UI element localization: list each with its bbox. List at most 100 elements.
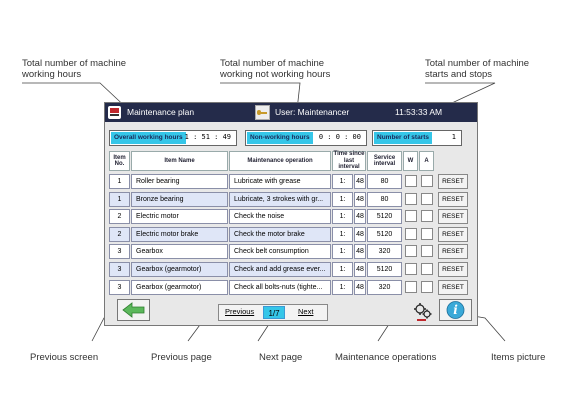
annotation-starts-line2: starts and stops: [425, 69, 493, 80]
clock: 11:53:33 AM: [395, 107, 443, 117]
info-icon: i: [446, 301, 465, 319]
previous-page-button[interactable]: Previous: [225, 307, 255, 316]
next-page-button[interactable]: Next: [298, 307, 314, 316]
item-name-cell: Electric motor brake: [131, 226, 228, 242]
reset-button[interactable]: RESET: [438, 262, 468, 277]
item-name-cell: Gearbox: [131, 244, 228, 260]
operation-cell: Lubricate, 3 strokes with gr...: [229, 191, 331, 207]
reset-button[interactable]: RESET: [438, 174, 468, 189]
screen-title: Maintenance plan: [127, 107, 195, 117]
time-minutes-cell: 48: [354, 244, 366, 260]
user-label: User: Maintenancer: [275, 107, 350, 117]
annotation-starts: Total number of machine starts and stops: [425, 58, 529, 80]
item-no-cell: 3: [109, 262, 130, 277]
service-interval-cell: 320: [367, 279, 402, 295]
starts-panel: Number of starts 1: [372, 130, 462, 146]
w-checkbox[interactable]: [405, 263, 417, 275]
header-w: W: [403, 151, 418, 171]
operation-cell: Check the noise: [229, 209, 331, 225]
service-interval-cell: 80: [367, 191, 402, 207]
service-interval-cell: 80: [367, 174, 402, 189]
starts-label: Number of starts: [374, 132, 433, 144]
item-no-cell: 3: [109, 244, 130, 260]
time-hours-cell: 1:: [332, 279, 353, 295]
pager: Previous 1/7 Next: [218, 304, 328, 321]
reset-button[interactable]: RESET: [438, 191, 468, 207]
key-icon[interactable]: [255, 105, 270, 120]
header-item-no: Item No.: [109, 151, 130, 171]
w-checkbox[interactable]: [405, 280, 417, 293]
a-checkbox[interactable]: [421, 210, 433, 223]
gears-icon: [414, 303, 432, 321]
previous-screen-button[interactable]: [117, 299, 150, 321]
header-operation: Maintenance operation: [229, 151, 331, 171]
item-no-cell: 1: [109, 174, 130, 189]
annotation-starts-line1: Total number of machine: [425, 58, 530, 69]
item-no-cell: 1: [109, 191, 130, 207]
annotation-maintenance-operations: Maintenance operations: [335, 352, 437, 363]
annotation-not-working-line1: Total number of machine: [220, 58, 325, 69]
annotation-items-picture: Items picture: [491, 352, 546, 363]
operation-cell: Lubricate with grease: [229, 174, 331, 189]
a-checkbox[interactable]: [421, 263, 433, 275]
starts-value: 1: [451, 133, 456, 141]
a-checkbox[interactable]: [421, 245, 433, 258]
annotation-next-page: Next page: [259, 352, 303, 363]
annotation-working-hours: Total number of machine working hours: [22, 58, 126, 80]
w-checkbox[interactable]: [405, 245, 417, 258]
time-minutes-cell: 48: [354, 191, 366, 207]
time-hours-cell: 1:: [332, 174, 353, 189]
item-name-cell: Electric motor: [131, 209, 228, 225]
working-hours-label: Overall working hours: [111, 132, 186, 144]
annotation-previous-page: Previous page: [151, 352, 212, 363]
operation-cell: Check belt consumption: [229, 244, 331, 260]
working-hours-value: 1 : 51 : 49: [184, 133, 231, 141]
reset-button[interactable]: RESET: [438, 209, 468, 225]
hmi-screen: Maintenance plan User: Maintenancer 11:5…: [104, 102, 478, 326]
w-checkbox[interactable]: [405, 175, 417, 187]
annotation-not-working-line2: working not working hours: [220, 69, 331, 80]
maintenance-operations-button[interactable]: [411, 301, 435, 322]
service-interval-cell: 5120: [367, 262, 402, 277]
working-hours-panel: Overall working hours 1 : 51 : 49: [109, 130, 237, 146]
item-no-cell: 2: [109, 226, 130, 242]
operation-cell: Check and add grease ever...: [229, 262, 331, 277]
time-minutes-cell: 48: [354, 279, 366, 295]
item-no-cell: 3: [109, 279, 130, 295]
item-name-cell: Gearbox (gearmotor): [131, 279, 228, 295]
svg-text:i: i: [453, 303, 458, 317]
annotation-not-working-hours: Total number of machine working not work…: [220, 58, 330, 80]
a-checkbox[interactable]: [421, 280, 433, 293]
a-checkbox[interactable]: [421, 227, 433, 240]
reset-button[interactable]: RESET: [438, 226, 468, 242]
service-interval-cell: 320: [367, 244, 402, 260]
page-indicator: 1/7: [263, 306, 285, 319]
item-name-cell: Gearbox (gearmotor): [131, 262, 228, 277]
time-minutes-cell: 48: [354, 262, 366, 277]
header-time-since: Time since last interval: [332, 151, 366, 171]
time-hours-cell: 1:: [332, 262, 353, 277]
items-picture-button[interactable]: i: [439, 299, 472, 321]
a-checkbox[interactable]: [421, 192, 433, 205]
time-minutes-cell: 48: [354, 209, 366, 225]
w-checkbox[interactable]: [405, 210, 417, 223]
arrow-left-icon: [122, 302, 145, 318]
reset-button[interactable]: RESET: [438, 279, 468, 295]
operation-cell: Check all bolts-nuts (tighte...: [229, 279, 331, 295]
time-hours-cell: 1:: [332, 209, 353, 225]
w-checkbox[interactable]: [405, 227, 417, 240]
w-checkbox[interactable]: [405, 192, 417, 205]
item-name-cell: Bronze bearing: [131, 191, 228, 207]
a-checkbox[interactable]: [421, 175, 433, 187]
non-working-hours-value: 0 : 0 : 00: [318, 133, 361, 141]
reset-button[interactable]: RESET: [438, 244, 468, 260]
header-a: A: [419, 151, 434, 171]
annotation-working-hours-line1: Total number of machine: [22, 58, 127, 69]
